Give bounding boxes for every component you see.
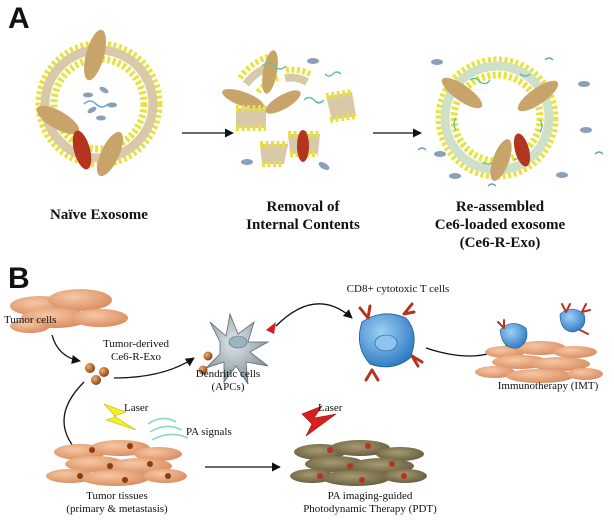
label-tumor-tissues: Tumor tissues (primary & metastasis) [52, 490, 182, 516]
label-pa-signals: PA signals [186, 426, 232, 438]
caption-naive-exosome: Naïve Exosome [34, 206, 164, 224]
pa-signal-waves [147, 417, 189, 441]
label-tumor-cells: Tumor cells [4, 314, 57, 326]
caption-removal-line1: Removal of [266, 199, 340, 215]
cd8-t-cell [358, 302, 424, 382]
naive-exosome [35, 29, 163, 177]
caption-removal: Removal of Internal Contents [228, 198, 378, 234]
pdt-tumor-tissue [290, 440, 427, 486]
ce6-r-exo-particles [85, 351, 213, 385]
dendritic-cell [205, 312, 276, 385]
label-laser-2: Laser [318, 402, 343, 414]
label-dendritic-line2: (APCs) [211, 381, 245, 393]
label-cd8-t-cells: CD8+ cytotoxic T cells [346, 283, 450, 295]
label-tumor-tissues-line2: (primary & metastasis) [66, 503, 168, 515]
reassembled-exosome [417, 56, 604, 187]
label-dendritic-line1: Dendritic cells [195, 368, 261, 380]
arrow-b-activation [275, 303, 353, 327]
panel-a-label: A [8, 2, 30, 35]
label-pdt: PA imaging-guided Photodynamic Therapy (… [290, 490, 450, 516]
caption-removal-line2: Internal Contents [246, 217, 360, 233]
label-pdt-line1: PA imaging-guided [327, 490, 413, 502]
laser-1-bolt [103, 403, 137, 431]
laser-2-bolt [301, 405, 337, 437]
label-pdt-line2: Photodynamic Therapy (PDT) [303, 503, 437, 515]
arrow-b-secretion [51, 334, 81, 365]
label-tumor-derived: Tumor-derived Ce6-R-Exo [96, 338, 176, 364]
label-tumor-tissues-line1: Tumor tissues [86, 490, 148, 502]
imt-tumor-tissue [475, 303, 603, 383]
label-tumor-derived-line1: Tumor-derived [103, 338, 169, 350]
tumor-cells-cluster [10, 289, 128, 333]
arrow-b-uptake [113, 357, 195, 379]
panel-b-label: B [8, 262, 30, 295]
caption-reassembled-line1: Re-assembled [455, 199, 545, 215]
caption-reassembled-line3: (Ce6-R-Exo) [459, 235, 541, 251]
caption-reassembled-line2: Ce6-loaded exosome [434, 217, 566, 233]
label-dendritic-cells: Dendritic cells (APCs) [188, 368, 268, 394]
tumor-tissues-cluster [46, 440, 187, 486]
label-tumor-derived-line2: Ce6-R-Exo [110, 351, 162, 363]
caption-naive-exosome-line: Naïve Exosome [50, 207, 148, 223]
label-immunotherapy: Immunotherapy (IMT) [497, 380, 599, 392]
disrupted-exosome [222, 50, 357, 170]
label-laser-1: Laser [124, 402, 149, 414]
caption-reassembled: Re-assembled Ce6-loaded exosome (Ce6-R-E… [425, 198, 575, 252]
